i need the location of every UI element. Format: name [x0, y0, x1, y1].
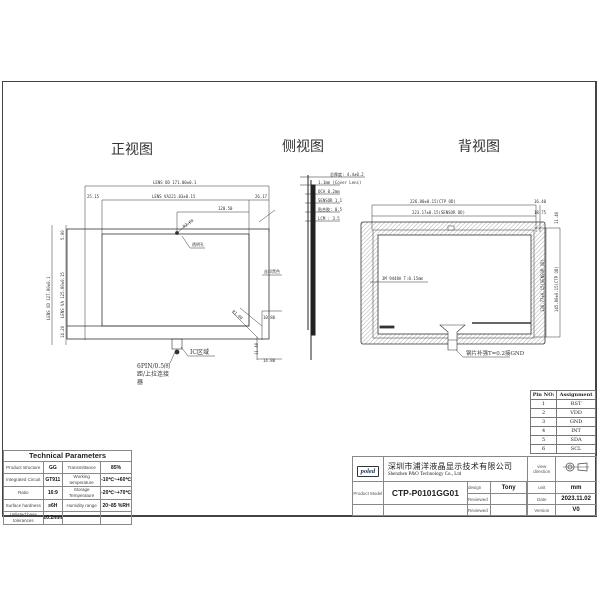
svg-text:14.80: 14.80 — [263, 358, 276, 363]
side-view-stack-labels: 总厚度: 4.4±0.2 1.1mm (Cover Lens) OCA 0.2m… — [318, 171, 364, 221]
date-value: 2023.11.02 — [555, 493, 597, 505]
design-label: design — [466, 481, 491, 494]
svg-text:10.80: 10.80 — [263, 315, 276, 320]
company-name-cn: 深圳市浦洋液晶显示技术有限公司 — [387, 462, 513, 471]
svg-text:16.40: 16.40 — [534, 199, 547, 204]
table-row: Product structure GG Transmittance 85% — [3, 461, 132, 474]
svg-text:5.00: 5.00 — [60, 230, 65, 240]
view-direction-label: view direction — [527, 456, 557, 482]
svg-text:R1.00: R1.00 — [231, 309, 244, 321]
logo-mark: poled — [356, 466, 380, 477]
svg-text:18.75: 18.75 — [534, 210, 547, 215]
svg-text:1.1mm (Cover Lens): 1.1mm (Cover Lens) — [318, 180, 361, 185]
svg-text:14.20: 14.20 — [60, 325, 65, 338]
table-row: Unlisted base tolerances ±0.2mm — [3, 511, 132, 525]
front-view — [51, 185, 282, 364]
back-view-title: 背视图 — [458, 139, 500, 155]
side-view — [300, 175, 365, 360]
svg-text:丝印黑色: 丝印黑色 — [264, 268, 280, 274]
svg-text:透明孔: 透明孔 — [192, 241, 204, 247]
date-label: Date — [527, 493, 557, 505]
company-name-en: Shenzhen P&O Technology Co., Ltd — [387, 472, 462, 477]
reviewed-label: Reviewed — [466, 493, 491, 505]
svg-text:贴合胶: 0.5: 贴合胶: 0.5 — [318, 206, 343, 212]
unit-label: unit — [527, 481, 557, 494]
svg-text:3M 9448A T:0.15mm: 3M 9448A T:0.15mm — [382, 276, 424, 281]
svg-text:LENS VA221.83±0.15: LENS VA221.83±0.15 — [152, 194, 196, 199]
svg-text:11.40: 11.40 — [554, 211, 559, 224]
table-row: Surface hardness ≥6H Humidity range 20~8… — [3, 499, 132, 512]
side-view-title: 侧视图 — [282, 139, 324, 155]
svg-text:OCA 0.2mm: OCA 0.2mm — [318, 189, 340, 194]
reviewed-2-label: Reviewed — [466, 504, 491, 516]
technical-parameters-table: Technical Parameters Product structure G… — [3, 450, 132, 525]
product-model-label: Product Model — [352, 481, 384, 505]
svg-text:26.17: 26.17 — [255, 194, 268, 199]
back-view — [360, 204, 561, 358]
svg-text:145.80±0.15(CTP OD): 145.80±0.15(CTP OD) — [554, 266, 559, 312]
drawing-frame — [2, 81, 597, 517]
svg-text:总厚度: 4.4±0.2: 总厚度: 4.4±0.2 — [330, 171, 364, 177]
assignment-header: Assignment — [556, 390, 596, 400]
front-view-dimensions: LENS OD 171.00±0.1 LENS VA221.83±0.15 25… — [46, 180, 280, 386]
tech-table-title: Technical Parameters — [3, 450, 132, 462]
projection-symbol-icon — [555, 456, 597, 482]
svg-text:LENS OD 171.00±0.1: LENS OD 171.00±0.1 — [153, 180, 197, 185]
pin-header: Pin NO: — [529, 390, 558, 400]
table-row: Integrated Circuit GT911 Working tempera… — [3, 473, 132, 487]
company-logo: poled — [352, 456, 384, 482]
unit-value: mm — [555, 481, 597, 494]
designer-value: Tony — [489, 481, 528, 494]
svg-text:LCM : 3.5: LCM : 3.5 — [318, 216, 340, 221]
svg-text:SENSOR 1.1: SENSOR 1.1 — [318, 198, 343, 203]
svg-text:R2.00: R2.00 — [182, 217, 195, 228]
svg-text:距/上拉连接: 距/上拉连接 — [137, 370, 169, 378]
svg-text:25.15: 25.15 — [87, 194, 100, 199]
svg-text:120.50: 120.50 — [218, 206, 233, 211]
title-block: poled 深圳市浦洋液晶显示技术有限公司 Shenzhen P&O Techn… — [352, 456, 597, 516]
svg-text:IC区域: IC区域 — [190, 348, 209, 356]
svg-text:钢片补强T=0.2接GND: 钢片补强T=0.2接GND — [466, 349, 525, 357]
table-row: Ratio 16:9 Storage Temperature -20℃~+70℃ — [3, 486, 132, 500]
svg-text:6PIN/0.5间: 6PIN/0.5间 — [137, 362, 170, 370]
product-model-value: CTP-P0101GG01 — [382, 481, 468, 505]
back-view-dimensions: 226.80±0.15(CTP OD) 223.17±0.15(SENSOR O… — [382, 199, 559, 357]
svg-text:LENS OD 127.80±0.1: LENS OD 127.80±0.1 — [46, 276, 51, 320]
svg-text:136.77±0.15(SENSOR OD): 136.77±0.15(SENSOR OD) — [540, 259, 545, 312]
svg-text:器: 器 — [137, 379, 143, 386]
front-view-title: 正视图 — [111, 142, 153, 158]
svg-text:223.17±0.15(SENSOR OD): 223.17±0.15(SENSOR OD) — [412, 210, 465, 215]
version-value: V0 — [555, 504, 597, 516]
version-label: Version — [527, 504, 557, 516]
svg-text:226.80±0.15(CTP OD): 226.80±0.15(CTP OD) — [410, 199, 456, 204]
svg-text:LENS VA 125.80±0.15: LENS VA 125.80±0.15 — [60, 272, 65, 318]
svg-text:11.40: 11.40 — [254, 342, 259, 355]
